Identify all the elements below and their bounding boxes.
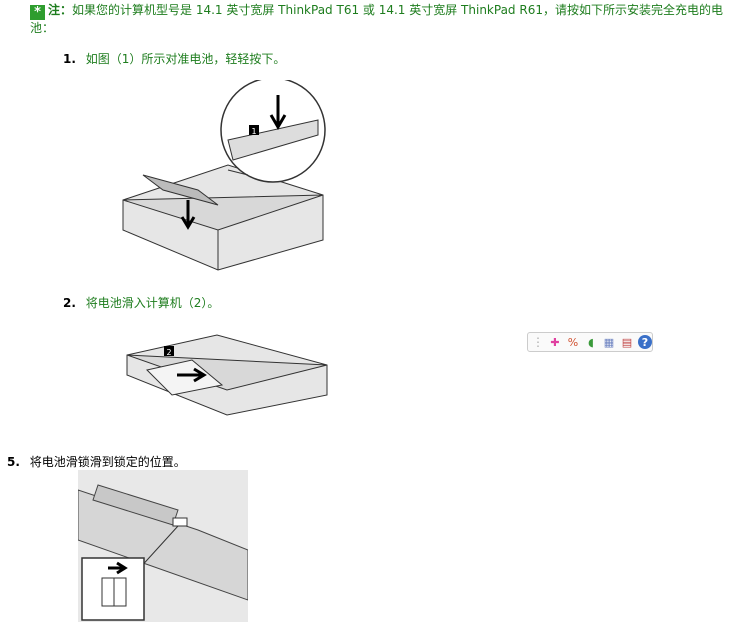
battery-latch-illustration (78, 470, 248, 622)
step-text: 将电池滑锁滑到锁定的位置。 (29, 455, 186, 469)
step-number: 2. (63, 296, 76, 310)
note-star-icon: * (30, 5, 45, 20)
plus-star-icon[interactable]: ✚ (550, 335, 560, 349)
note: *注：如果您的计算机型号是 14.1 英寸宽屏 ThinkPad T61 或 1… (30, 2, 730, 36)
link-icon[interactable]: % (567, 335, 579, 349)
step-5: 5. 将电池滑锁滑到锁定的位置。 (7, 453, 186, 470)
step-number: 1. (63, 52, 76, 66)
note-text: 如果您的计算机型号是 14.1 英寸宽屏 ThinkPad T61 或 14.1… (30, 3, 723, 35)
floating-toolbar: ⋮ ✚ % ◖ ▦ ▤ ? (527, 332, 653, 352)
battery-slide-illustration: 2 (126, 334, 328, 416)
help-icon[interactable]: ? (638, 335, 652, 349)
callout-1: 1 (251, 127, 256, 136)
step-text: 如图（1）所示对准电池，轻轻按下。 (85, 52, 286, 66)
callout-2: 2 (166, 348, 171, 357)
note-label: 注： (48, 3, 73, 17)
step-2: 2. 将电池滑入计算机（2）。 (63, 294, 219, 311)
toolbar-grip[interactable]: ⋮ (532, 335, 544, 349)
leaf-icon[interactable]: ◖ (588, 335, 594, 349)
step-number: 5. (7, 455, 20, 469)
window-icon[interactable]: ▤ (621, 335, 633, 349)
step-text: 将电池滑入计算机（2）。 (85, 296, 220, 310)
step-1: 1. 如图（1）所示对准电池，轻轻按下。 (63, 50, 285, 67)
battery-align-illustration: 1 (122, 80, 326, 271)
keyboard-icon[interactable]: ▦ (603, 335, 615, 349)
